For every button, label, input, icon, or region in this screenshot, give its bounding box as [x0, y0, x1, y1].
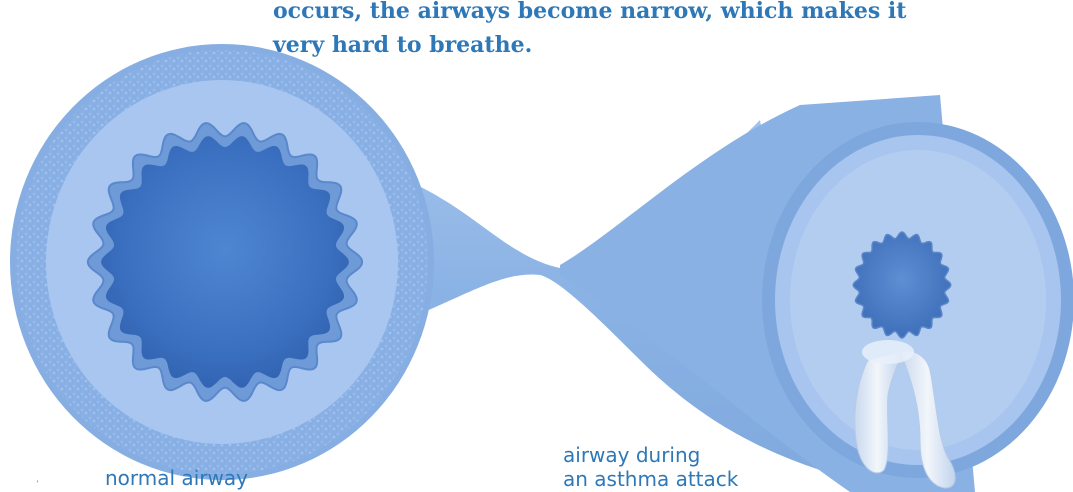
- caption-asthma-airway: airway during an asthma attack: [563, 443, 738, 491]
- caption-normal-airway: normal airway: [105, 466, 248, 490]
- caption-asthma-line-1: airway during: [563, 443, 738, 467]
- narrowed-airway-cross-section: [762, 122, 1073, 478]
- stray-mark: ʼ: [36, 480, 39, 490]
- normal-airway-cross-section: [10, 44, 434, 480]
- caption-asthma-line-2: an asthma attack: [563, 467, 738, 491]
